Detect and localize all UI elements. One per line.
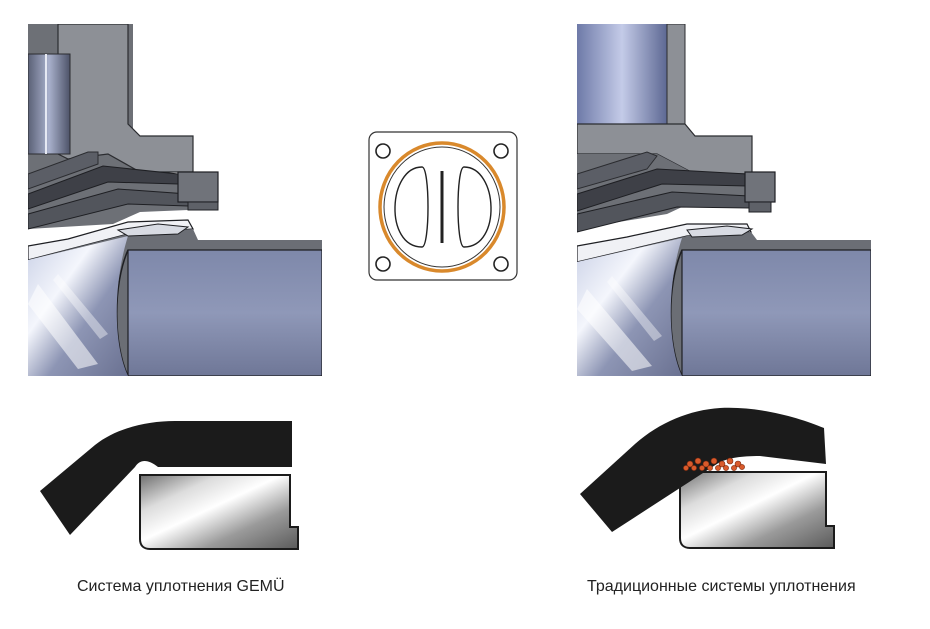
sediment-particles [683, 457, 745, 471]
gemu-seal-detail [40, 415, 302, 551]
caption-gemu-seal-system: Система уплотнения GEMÜ [77, 578, 285, 595]
diaphragm-top-view [368, 131, 518, 281]
gemu-valve-cross-section [28, 24, 322, 376]
traditional-seal-detail [580, 404, 836, 550]
caption-traditional-seal-systems: Традиционные системы уплотнения [587, 578, 856, 595]
traditional-valve-cross-section [577, 24, 871, 376]
